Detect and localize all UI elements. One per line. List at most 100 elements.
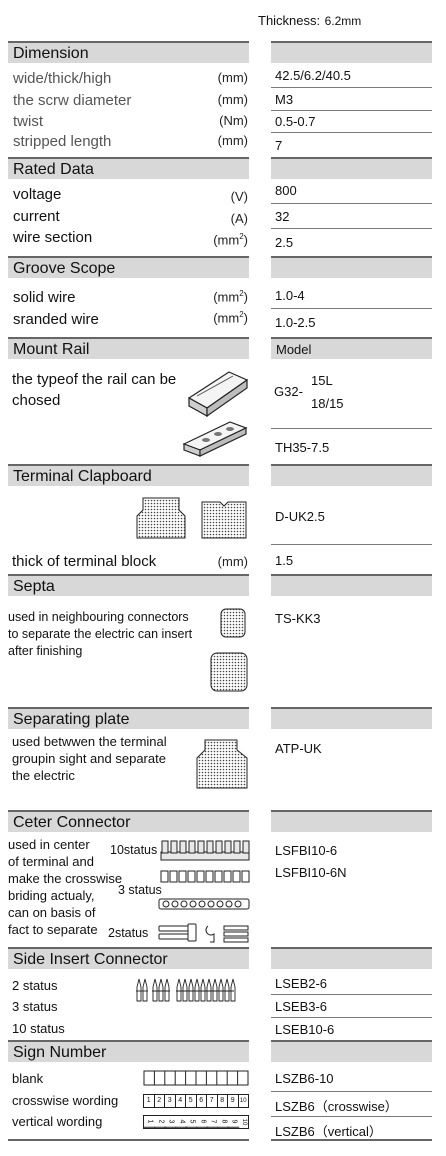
sign-vertical-strip: 1 2 3 4 5 6 7 8 9 10 [143,1115,249,1129]
row-divider [271,428,432,429]
side-insert-connector-icon [136,978,236,1002]
row-divider [271,1116,432,1117]
dimension-row-unit: (mm) [217,133,248,148]
clapboard-right-header [271,464,432,486]
g32-prefix: G32- [274,384,303,399]
row-divider [271,308,432,309]
row-divider [271,132,432,133]
sign-header: Sign Number [8,1040,249,1062]
sign-digit: 6 [197,1095,207,1107]
center-desc-line: briding actualy, [8,888,95,903]
th35-rail-icon [182,421,248,457]
dimension-row-label: stripped length [13,133,112,150]
rated-right-header [271,157,432,179]
rated-row-unit: (V) [230,189,248,204]
status-2-label: 2status [108,926,149,940]
groove-row-label: solid wire [13,289,76,306]
septa-desc-line: used in neighbouring connectors [8,610,189,624]
model-heading: Model [276,342,312,357]
dimension-row-unit: (mm) [217,70,248,85]
center-connector-3-icon [158,898,250,910]
sign-row-value: LSZB6（crosswise） [275,1099,398,1114]
mount-right-header: Model [271,337,432,359]
unit-text-end: ) [243,289,248,305]
unit-text: (mm [213,289,240,305]
dimension-row-unit: (mm) [217,92,248,107]
separating-right-header [271,707,432,729]
unit-superscript: 2 [239,289,244,298]
center-desc-line: can on basis of [8,905,96,920]
dimension-row-unit: (Nm) [219,113,248,128]
sign-row-label: blank [12,1071,44,1086]
sign-title: Sign Number [13,1044,107,1061]
rated-row-label: wire section [13,229,93,246]
side-row-value: LSEB10-6 [275,1022,335,1037]
sign-digit: 10 [239,1098,247,1104]
g32-bottom: 18/15 [311,396,344,411]
unit-text-end: ) [243,232,248,248]
sign-digit: 8 [218,1095,228,1107]
status-3-label: 3 status [118,883,162,897]
dimension-row-label: the scrw diameter [13,92,132,109]
clapboard-header: Terminal Clapboard [8,464,249,486]
side-row-label: 10 status [12,1021,65,1036]
clapboard-thick-value: 1.5 [275,553,294,568]
groove-right-header [271,256,432,278]
thickness-value: 6.2mm [324,14,362,28]
clapboard-thick-unit: (mm) [217,554,248,569]
septa-model: TS-KK3 [275,611,321,626]
sign-row-value: LSZB6（vertical） [275,1124,382,1139]
center-desc-line: used in center [8,837,90,852]
rated-row-label: voltage [13,186,62,203]
center-model-2: LSFBI10-6N [275,865,347,880]
center-desc-line: of terminal and [8,854,94,869]
sign-row-label: vertical wording [12,1114,103,1129]
clapboard-thick-label: thick of terminal block [12,553,157,570]
clapboard-icon [201,501,247,539]
unit-text: (mm [213,310,240,326]
rated-header: Rated Data [8,157,249,179]
groove-row-value: 1.0-2.5 [275,315,316,330]
separating-model: ATP-UK [275,741,322,756]
th35-value: TH35-7.5 [275,440,330,455]
center-model-1: LSFBI10-6 [275,843,338,858]
unit-superscript: 2 [239,310,244,319]
side-row-value: LSEB3-6 [275,999,328,1014]
septa-desc-line: to separate the electric can insert [8,627,193,641]
row-divider [271,1017,432,1018]
side-title: Side Insert Connector [13,951,168,968]
center-connector-10-icon [160,840,250,861]
groove-header: Groove Scope [8,256,249,278]
septa-title: Septa [13,578,55,595]
mount-header: Mount Rail [8,337,249,359]
side-row-label: 3 status [12,999,58,1014]
septa-small-icon [220,608,246,638]
clapboard-title: Terminal Clapboard [13,468,152,485]
separating-title: Separating plate [13,711,130,728]
septa-header: Septa [8,574,249,596]
separating-desc-line: used betwwen the terminal [12,734,167,749]
bottom-rule-left [8,1139,249,1141]
sign-digit: 2 [155,1095,165,1107]
dimension-row-value: M3 [275,92,294,107]
side-right-header [271,947,432,969]
sign-digit: 5 [186,1095,197,1107]
sign-digit: 9 [228,1095,239,1107]
row-divider [271,110,432,111]
side-row-value: LSEB2-6 [275,976,328,991]
sign-digit: 7 [207,1095,218,1107]
center-desc-line: fact to separate [8,922,98,937]
sign-digit: 4 [176,1095,186,1107]
clapboard-icon [136,497,186,539]
center-title: Ceter Connector [13,814,131,831]
mount-desc-line1: the typeof the rail can be [12,371,177,388]
septa-desc-line: after finishing [8,644,83,658]
separating-desc-line: groupin sight and separate [12,751,166,766]
sign-row-label: crosswise wording [12,1093,119,1108]
groove-row-value: 1.0-4 [275,288,305,303]
row-divider [271,1091,432,1092]
sign-blank-strip-icon [143,1070,249,1086]
center-connector-10n-icon [160,870,250,883]
bottom-rule-right [271,1139,432,1141]
sign-right-header [271,1040,432,1062]
